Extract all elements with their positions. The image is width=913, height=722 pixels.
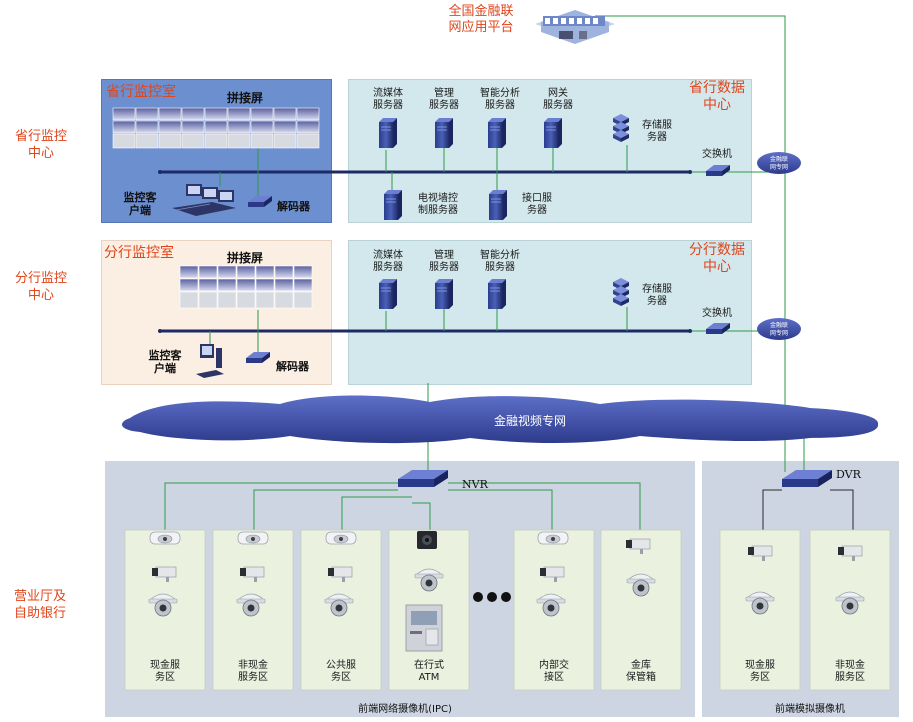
branch-video-wall-label: 拼接屏 [227,251,264,265]
ipc-zone-label: 在行式 ATM [414,660,444,683]
nvr-label: NVR [462,478,488,491]
platform-label: 全国金融联 网应用平台 [448,4,514,35]
provincial-client-label: 监控客 户端 [123,191,157,217]
provincial-center-label: 省行监控 中心 [14,129,67,161]
provincial-video-wall-label: 拼接屏 [227,91,264,105]
ipc-zone-label: 非现金 服务区 [238,660,268,683]
provincial-server-label: 管理 服务器 [429,88,459,111]
branch-data-center-panel [348,240,752,385]
provincial-client-icon [172,184,236,216]
branch-cloud-label: 金融联 网专网 [769,322,788,337]
provincial-lower-server-label: 电视墙控 制服务器 [418,193,458,216]
ipc-zone-label: 现金服 务区 [150,660,180,683]
branch-client-icon [196,344,224,378]
branch-monitor-room-panel [101,240,332,385]
analog-zone-label: 非现金 服务区 [835,660,865,683]
dvr-label: DVR [836,468,861,481]
branch-data-center-title: 分行数据 中心 [689,242,745,275]
ipc-zone-label: 公共服 务区 [326,660,356,683]
provincial-server-label: 网关 服务器 [543,88,573,111]
provincial-lower-server-label: 接口服 务器 [522,193,552,216]
provincial-decoder-label: 解码器 [277,200,310,213]
branch-server-label: 智能分析 服务器 [480,250,520,273]
ipc-zone-label: 内部交 接区 [539,660,569,683]
provincial-video-wall [112,107,320,149]
branch-center-label: 分行监控 中心 [14,271,67,303]
backbone-label: 金融视频专网 [493,414,566,428]
platform-building-icon [535,10,615,44]
provincial-server-label: 存储服 务器 [642,120,672,143]
branch-server-label: 存储服 务器 [642,284,672,307]
branch-monitor-room-title: 分行监控室 [104,245,174,261]
provincial-switch-label: 交换机 [702,149,732,160]
analog-zone-label: 现金服 务区 [745,660,775,683]
branch-decoder-label: 解码器 [276,360,309,373]
analog-caption: 前端模拟摄像机 [775,704,845,715]
branch-server-label: 流媒体 服务器 [373,250,403,273]
branch-client-label: 监控客 户端 [148,349,182,375]
frontend-label: 营业厅及 自助银行 [13,589,66,621]
provincial-data-center-title: 省行数据 中心 [689,80,745,113]
provincial-server-label: 智能分析 服务器 [480,88,520,111]
provincial-data-center-panel [348,79,752,223]
backbone-cloud [121,395,879,444]
ipc-zone-label: 金库 保管箱 [626,660,656,683]
provincial-cloud-label: 金融联 网专网 [769,156,788,171]
branch-switch-label: 交换机 [702,308,732,319]
provincial-server-label: 流媒体 服务器 [373,88,403,111]
atm-machine-icon [405,604,443,652]
branch-video-wall [179,265,313,309]
branch-server-label: 管理 服务器 [429,250,459,273]
provincial-monitor-room-title: 省行监控室 [106,84,176,100]
ipc-caption: 前端网络摄像机(IPC) [358,704,452,715]
